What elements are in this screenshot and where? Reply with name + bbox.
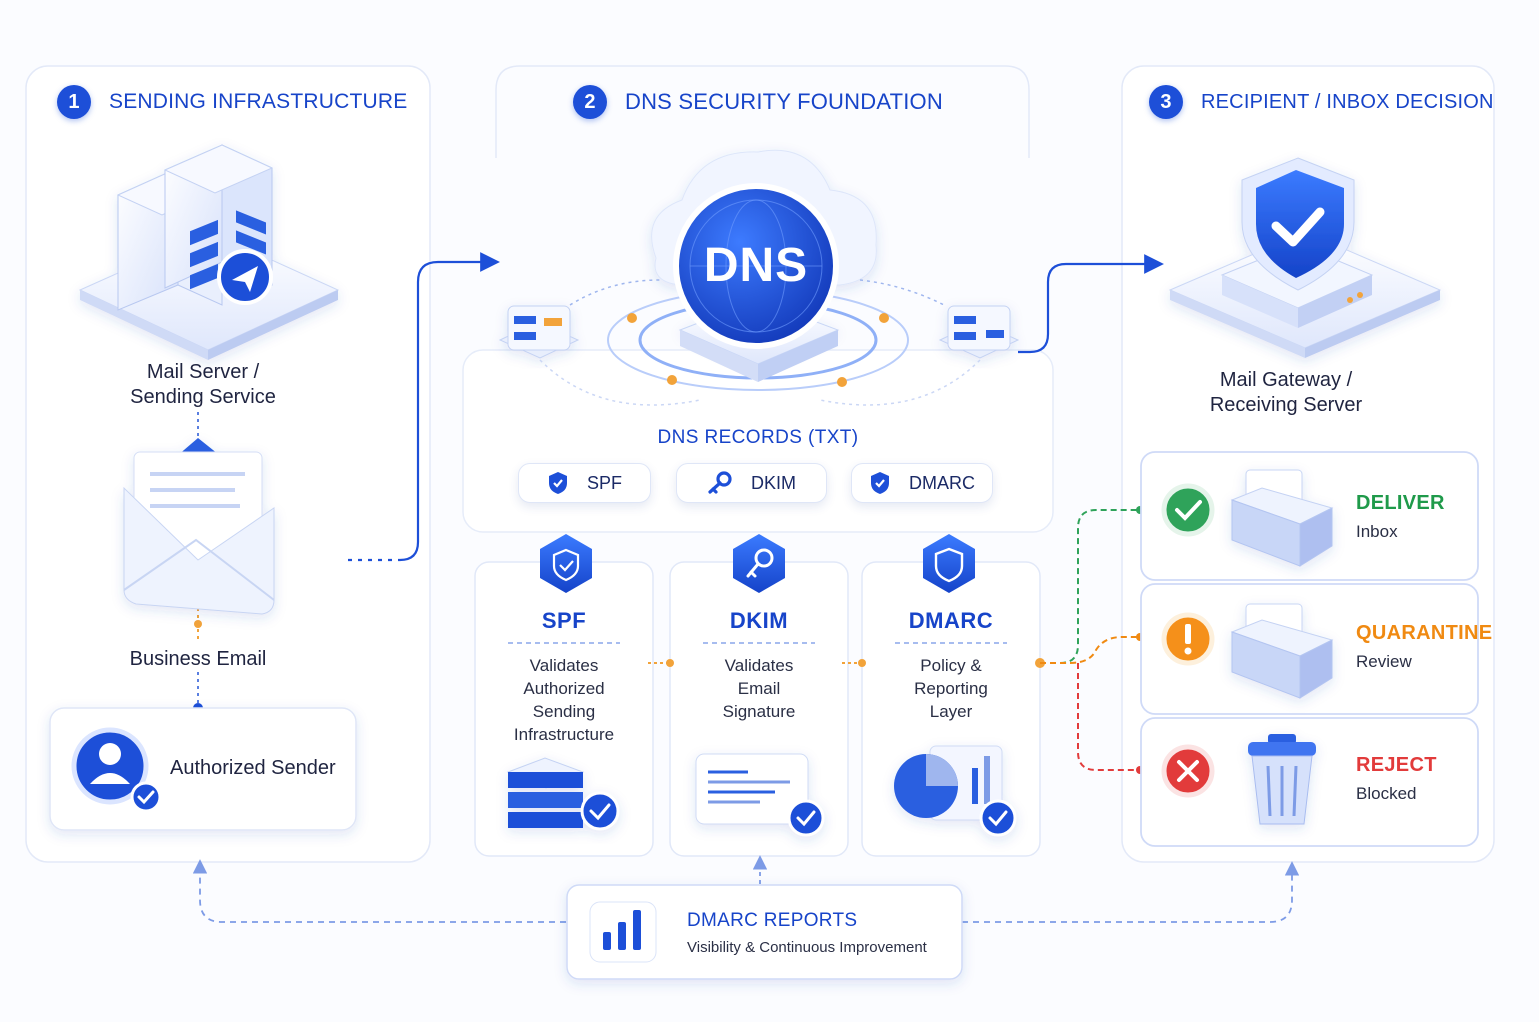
record-desc-line: Validates xyxy=(529,656,599,675)
dns-pill-dkim: DKIM xyxy=(676,463,827,503)
step-number-badge: 1 xyxy=(57,85,91,119)
decision-subtitle-deliver: Inbox xyxy=(1356,522,1398,541)
dmarc-reports-title: DMARC REPORTS xyxy=(687,910,858,931)
mail-server-illustration xyxy=(78,144,340,360)
dns-cloud-illustration xyxy=(607,149,909,391)
dns-node-right xyxy=(938,305,1020,359)
decision-title-reject: REJECT xyxy=(1356,754,1437,776)
record-desc-line: Infrastructure xyxy=(513,725,615,744)
sending-to-dns-arrow xyxy=(342,252,500,562)
record-desc-line: Validates xyxy=(724,656,794,675)
branch-reject xyxy=(1077,663,1140,771)
section-header-recipient: 3 RECIPIENT / INBOX DECISION xyxy=(1149,85,1494,119)
record-desc-line: Signature xyxy=(722,702,796,721)
dkim-signature-doc-illustration xyxy=(695,753,825,837)
record-desc-line: Policy & xyxy=(920,656,982,675)
dmarc-reports-subtitle: Visibility & Continuous Improvement xyxy=(687,939,927,956)
business-email-label: Business Email xyxy=(129,648,267,670)
branch-quarantine xyxy=(1040,636,1140,664)
deliver-check-icon xyxy=(1161,483,1215,537)
key-icon xyxy=(708,471,732,494)
section-title: RECIPIENT / INBOX DECISION xyxy=(1201,90,1494,113)
record-desc-line: Layer xyxy=(929,702,973,721)
record-desc-line: Sending xyxy=(532,702,596,721)
record-title-dmarc: DMARC xyxy=(908,608,994,633)
quarantine-tray-illustration xyxy=(1230,603,1334,699)
dmarc-hex-icon xyxy=(923,534,975,593)
dns-node-left xyxy=(498,305,580,359)
dns-pill-label: DMARC xyxy=(909,472,975,493)
authorized-sender-label: Authorized Sender xyxy=(170,757,336,779)
business-email-illustration xyxy=(123,438,275,615)
record-desc-spf: Validates Authorized Sending Infrastruct… xyxy=(475,654,653,746)
section-title: DNS SECURITY FOUNDATION xyxy=(625,89,943,114)
reports-to-recipient-loop xyxy=(962,861,1300,923)
quarantine-warning-icon xyxy=(1161,612,1215,666)
dns-pill-dmarc: DMARC xyxy=(851,463,993,503)
section-header-sending: 1 SENDING INFRASTRUCTURE xyxy=(57,85,407,119)
mail-gateway-label-line1: Mail Gateway / xyxy=(1219,369,1353,391)
decision-subtitle-quarantine: Review xyxy=(1356,652,1412,671)
inbox-tray-illustration xyxy=(1230,469,1334,567)
section-header-dns: 2 DNS SECURITY FOUNDATION xyxy=(573,85,943,119)
dkim-hex-icon xyxy=(733,534,785,593)
dns-panel xyxy=(495,65,1030,158)
spf-hex-icon xyxy=(540,534,592,593)
mail-server-label-line2: Sending Service xyxy=(130,386,276,408)
mail-gateway-label: Mail Gateway / Receiving Server xyxy=(1186,368,1386,418)
section-title: SENDING INFRASTRUCTURE xyxy=(109,90,408,113)
step-number-badge: 2 xyxy=(573,85,607,119)
decision-subtitle-reject: Blocked xyxy=(1356,784,1417,803)
dns-records-title: DNS RECORDS (TXT) xyxy=(657,427,859,448)
record-title-spf: SPF xyxy=(541,608,587,633)
mail-gateway-illustration xyxy=(1168,157,1442,358)
spf-server-stack-illustration xyxy=(506,757,620,831)
user-avatar-icon xyxy=(71,727,162,813)
record-desc-dmarc: Policy & Reporting Layer xyxy=(862,654,1040,723)
shield-check-icon xyxy=(871,472,889,494)
dns-pill-spf: SPF xyxy=(518,463,651,503)
dns-badge-text: DNS xyxy=(703,239,809,292)
shield-check-icon xyxy=(548,472,567,494)
dns-to-recipient-arrow xyxy=(1018,254,1164,354)
record-title-dkim: DKIM xyxy=(729,608,789,633)
dns-pill-label: DKIM xyxy=(751,472,796,493)
step-number-badge: 3 xyxy=(1149,85,1183,119)
mail-server-label-line1: Mail Server / xyxy=(146,361,260,383)
dmarc-pie-chart-illustration xyxy=(894,745,1017,837)
decision-title-quarantine: QUARANTINE xyxy=(1356,622,1493,644)
mail-server-label: Mail Server / Sending Service xyxy=(98,360,308,410)
reject-x-icon xyxy=(1161,744,1215,798)
record-desc-line: Authorized xyxy=(523,679,605,698)
bar-chart-icon xyxy=(589,901,657,963)
reports-to-sending-loop xyxy=(192,859,566,923)
trash-bin-illustration xyxy=(1248,734,1316,825)
record-desc-dkim: Validates Email Signature xyxy=(670,654,848,723)
dns-pill-label: SPF xyxy=(586,472,622,493)
dmarc-reports-card xyxy=(566,884,963,980)
record-desc-line: Reporting xyxy=(914,679,988,698)
decision-title-deliver: DELIVER xyxy=(1356,492,1445,514)
mail-gateway-label-line2: Receiving Server xyxy=(1209,394,1363,416)
record-desc-line: Email xyxy=(737,679,781,698)
